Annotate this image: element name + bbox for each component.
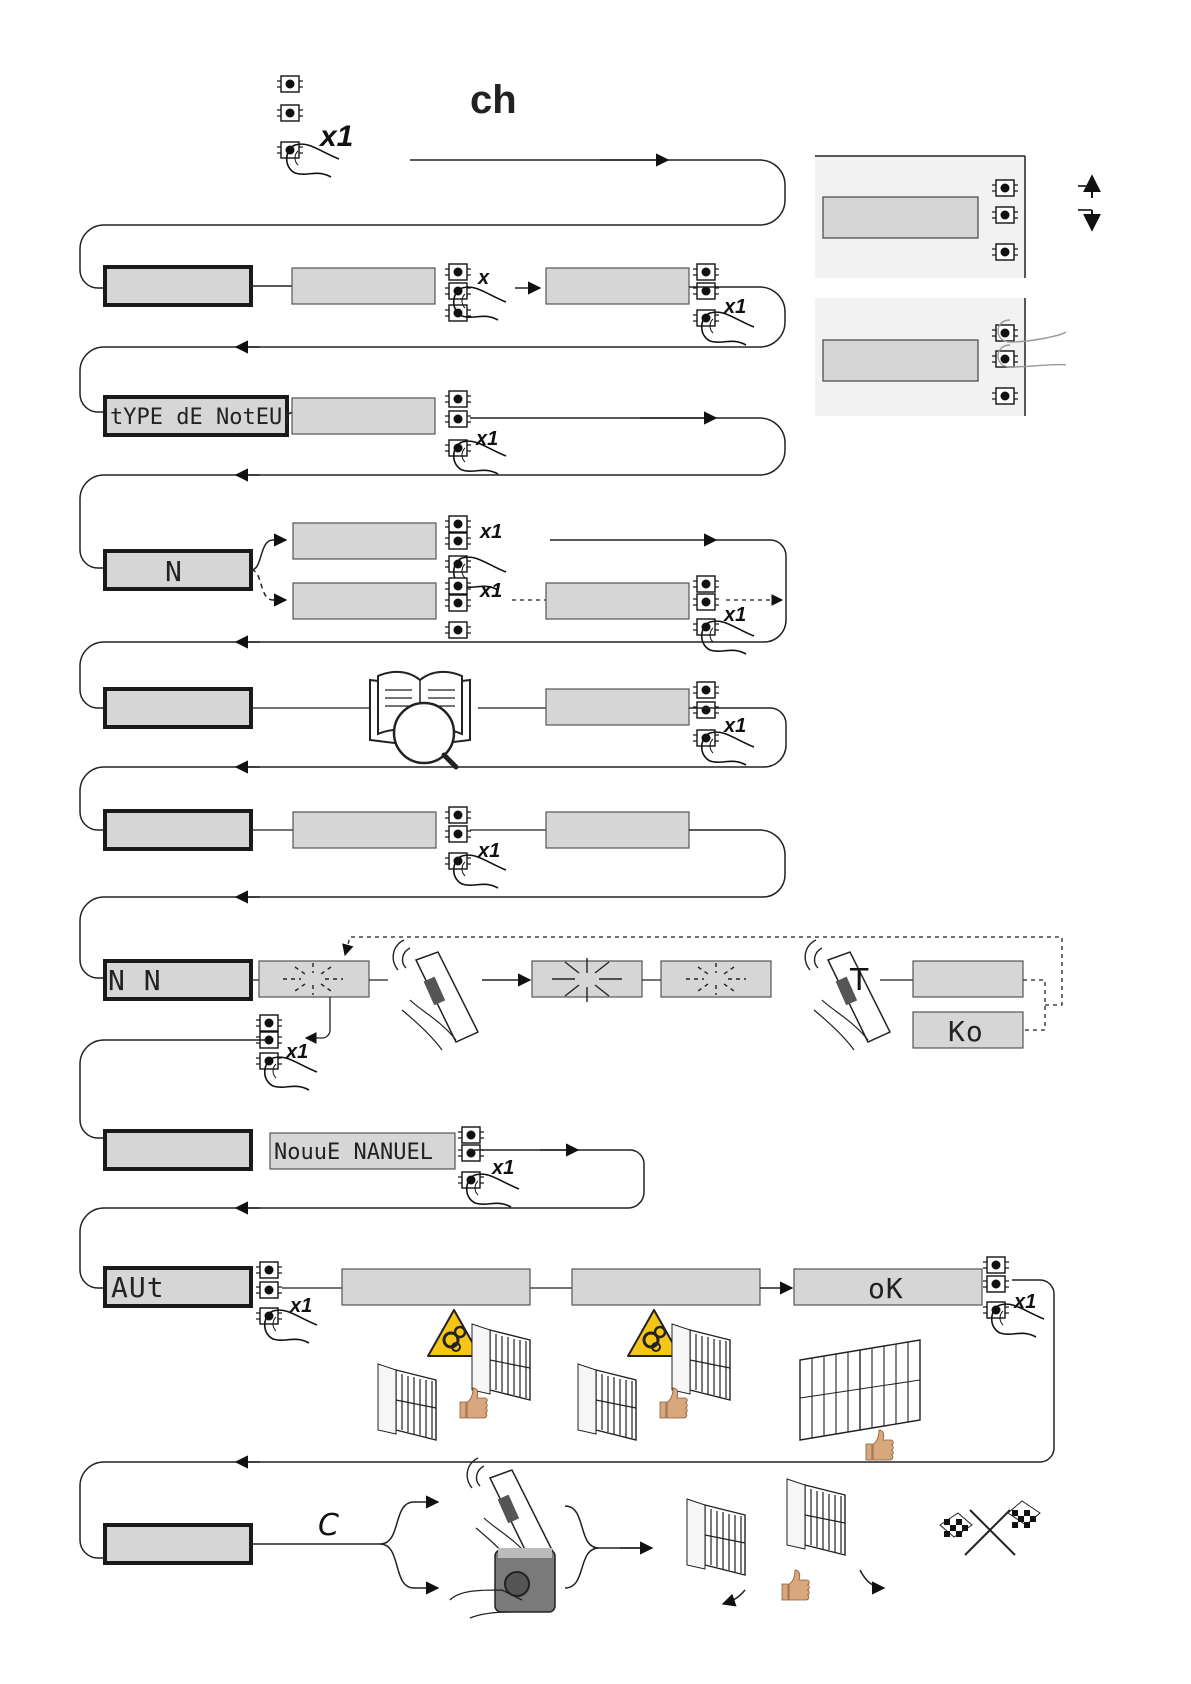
button-stack-icon: [693, 576, 719, 635]
press-count-label: x1: [723, 296, 746, 318]
lcd-display-9: [105, 1525, 251, 1563]
button-stack-icon: [445, 807, 471, 869]
lcd-display-3b: [293, 583, 436, 619]
lcd-display-7: [105, 1131, 251, 1169]
press-count-label: x: [477, 267, 490, 289]
gate-icon: [472, 1324, 530, 1400]
lcd-display-8a: [342, 1269, 530, 1305]
lcd-display-1c: [546, 268, 689, 304]
lcd-display-3c: [546, 583, 689, 619]
gate-icon: [800, 1340, 920, 1440]
button-stack-icon: [445, 391, 471, 456]
checkered-flags-icon: [940, 1501, 1040, 1555]
lcd-label-manual-move: NouuE NANUEL: [274, 1140, 433, 1165]
gate-icon: [787, 1479, 845, 1555]
button-stack-icon: [693, 264, 719, 326]
lcd-display-5: [105, 811, 251, 849]
lcd-display-4: [105, 689, 251, 727]
remote-control-icon: [805, 940, 890, 1050]
lcd-display-4c: [546, 689, 689, 725]
press-count-label: x1: [477, 840, 500, 862]
press-count-label: x1: [285, 1041, 308, 1063]
lcd-display: [823, 340, 978, 381]
gate-icon: [378, 1364, 436, 1440]
button-stack-icon: [445, 578, 471, 638]
info-panel-two-finger: [815, 298, 1066, 416]
c-label: C: [318, 1508, 339, 1543]
gate-icon: [687, 1499, 745, 1575]
gate-icon: [578, 1364, 636, 1440]
up-down-arrows-icon: [1078, 176, 1092, 230]
gate-icon: [672, 1324, 730, 1400]
lcd-display-5c: [546, 812, 689, 848]
lcd-label-ok: oK: [868, 1272, 904, 1305]
thumbs-up-icon: [866, 1430, 893, 1460]
lcd-label-m-m: N N: [108, 964, 162, 997]
press-count-label: x1: [723, 604, 746, 626]
button-stack-icon: [277, 76, 303, 158]
press-count-label: x1: [723, 715, 746, 737]
thumbs-up-icon: [782, 1570, 809, 1600]
button-stack-icon: [983, 1257, 1009, 1318]
lcd-display-5b: [293, 812, 436, 848]
lcd-display-6b: [259, 961, 369, 997]
button-stack-icon: [256, 1262, 282, 1324]
lcd-label-motor-type: tYPE dE NotEUr: [110, 405, 295, 430]
press-count-label: x1: [479, 521, 502, 543]
magnifier-icon: [394, 703, 456, 767]
t-label: T: [849, 963, 869, 998]
press-count-label: x1: [289, 1295, 312, 1317]
info-panel-navigate: [815, 156, 1025, 278]
lcd-display-8b: [572, 1269, 760, 1305]
button-stack-icon: [458, 1127, 484, 1188]
press-count-label: x1: [1013, 1291, 1036, 1313]
key-switch-icon: [450, 1548, 555, 1618]
lcd-display-1: [105, 267, 251, 305]
press-count-label: x1: [479, 580, 502, 602]
lcd-display-6e: [913, 961, 1023, 997]
lcd-display: [823, 197, 978, 238]
lcd-display-3a: [293, 523, 436, 559]
press-count-label: x1: [318, 120, 353, 153]
lcd-label-ko: Ko: [948, 1015, 984, 1048]
lcd-label-m: N: [165, 555, 183, 588]
button-stack-icon: [445, 516, 471, 572]
lcd-display-2b: [292, 398, 435, 434]
press-count-label: x1: [491, 1157, 514, 1179]
remote-control-icon: [393, 940, 478, 1050]
lcd-label-aut: AUt: [111, 1271, 165, 1304]
press-count-label: x1: [475, 428, 498, 450]
lcd-display-1b: [292, 268, 435, 304]
